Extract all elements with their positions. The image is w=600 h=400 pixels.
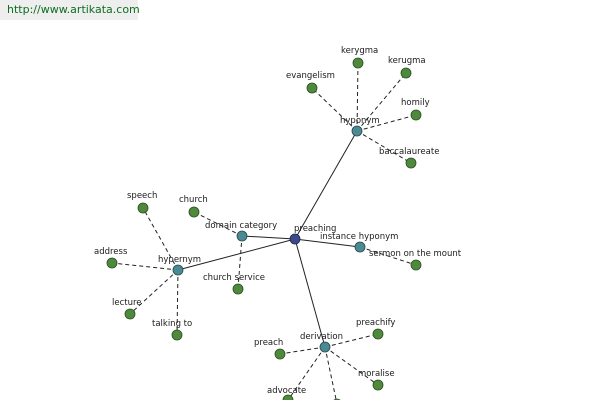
label-preaching[interactable]: preaching: [294, 224, 336, 234]
edge-hyponym-to-evangelism: [311, 87, 358, 132]
graph-nodes: [106, 57, 422, 400]
node-talking-to[interactable]: [171, 329, 183, 341]
edge-preaching-to-hypernym: [177, 238, 296, 271]
edge-domain-category-to-church-service: [237, 235, 243, 290]
edge-hyponym-to-kerygma: [356, 62, 359, 132]
node-homily[interactable]: [410, 109, 422, 121]
label-preach[interactable]: preach: [254, 338, 283, 348]
node-preaching[interactable]: [289, 233, 301, 245]
label-homily[interactable]: homily: [401, 98, 430, 108]
edge-preaching-to-derivation: [294, 238, 326, 348]
node-hypernym[interactable]: [172, 264, 184, 276]
node-derivation[interactable]: [319, 341, 331, 353]
edge-preaching-to-domain-category: [241, 235, 296, 240]
label-kerugma[interactable]: kerugma: [388, 56, 426, 66]
label-sermon-on-the-mount[interactable]: sermon on the mount: [369, 249, 462, 259]
node-domain-category[interactable]: [236, 230, 248, 242]
edge-instance-hyponym-to-sermon-on-the-mount: [359, 246, 417, 266]
label-hypernym[interactable]: hypernym: [158, 255, 201, 265]
label-address[interactable]: address: [94, 247, 128, 257]
edge-hyponym-to-homily: [356, 114, 417, 132]
label-speech[interactable]: speech: [127, 191, 157, 201]
edge-preaching-to-instance-hyponym: [294, 238, 361, 248]
graph-edges: [111, 62, 417, 400]
label-evangelism[interactable]: evangelism: [286, 71, 335, 81]
label-hyponym[interactable]: hyponym: [340, 116, 380, 126]
label-church-service[interactable]: church service: [203, 273, 265, 283]
edge-derivation-to-moralise: [324, 346, 379, 386]
label-lecture[interactable]: lecture: [112, 298, 142, 308]
edge-derivation-to-preachify: [324, 333, 379, 348]
node-advocate[interactable]: [282, 394, 294, 400]
label-church[interactable]: church: [179, 195, 208, 205]
node-evangelism[interactable]: [306, 82, 318, 94]
node-lecture[interactable]: [124, 308, 136, 320]
node-church[interactable]: [188, 206, 200, 218]
site-url-banner[interactable]: http://www.artikata.com: [0, 0, 140, 20]
edge-derivation-to-preach: [279, 346, 326, 355]
node-sermon-on-the-mount[interactable]: [410, 259, 422, 271]
label-domain-category[interactable]: domain category: [205, 221, 277, 231]
edge-domain-category-to-church: [193, 211, 243, 237]
node-preachify[interactable]: [372, 328, 384, 340]
node-speech[interactable]: [137, 202, 149, 214]
label-moralise[interactable]: moralise: [358, 369, 395, 379]
node-address[interactable]: [106, 257, 118, 269]
node-instance-hyponym[interactable]: [354, 241, 366, 253]
edge-hypernym-to-speech: [142, 207, 179, 271]
edge-derivation-to-offscreen-leaf: [324, 346, 337, 400]
node-hyponym[interactable]: [351, 125, 363, 137]
node-church-service[interactable]: [232, 283, 244, 295]
label-preachify[interactable]: preachify: [356, 318, 395, 328]
graph-labels: preaching hyponym domain category instance …: [94, 46, 462, 396]
site-url-text[interactable]: http://www.artikata.com: [7, 3, 140, 16]
node-kerugma[interactable]: [400, 67, 412, 79]
node-kerygma[interactable]: [352, 57, 364, 69]
edge-derivation-to-advocate: [287, 346, 326, 400]
label-derivation[interactable]: derivation: [300, 332, 343, 342]
label-baccalaureate[interactable]: baccalaureate: [379, 147, 439, 157]
edge-hyponym-to-kerugma: [356, 72, 407, 132]
label-talking-to[interactable]: talking to: [152, 319, 192, 329]
edge-preaching-to-hyponym: [294, 130, 358, 240]
label-advocate[interactable]: advocate: [267, 386, 306, 396]
edge-hypernym-to-talking-to: [176, 269, 179, 336]
node-baccalaureate[interactable]: [405, 157, 417, 169]
edge-hypernym-to-lecture: [129, 269, 179, 315]
node-moralise[interactable]: [372, 379, 384, 391]
edge-hyponym-to-baccalaureate: [356, 130, 412, 164]
label-instance-hyponym[interactable]: instance hyponym: [320, 232, 398, 242]
label-kerygma[interactable]: kerygma: [341, 46, 378, 56]
node-preach[interactable]: [274, 348, 286, 360]
